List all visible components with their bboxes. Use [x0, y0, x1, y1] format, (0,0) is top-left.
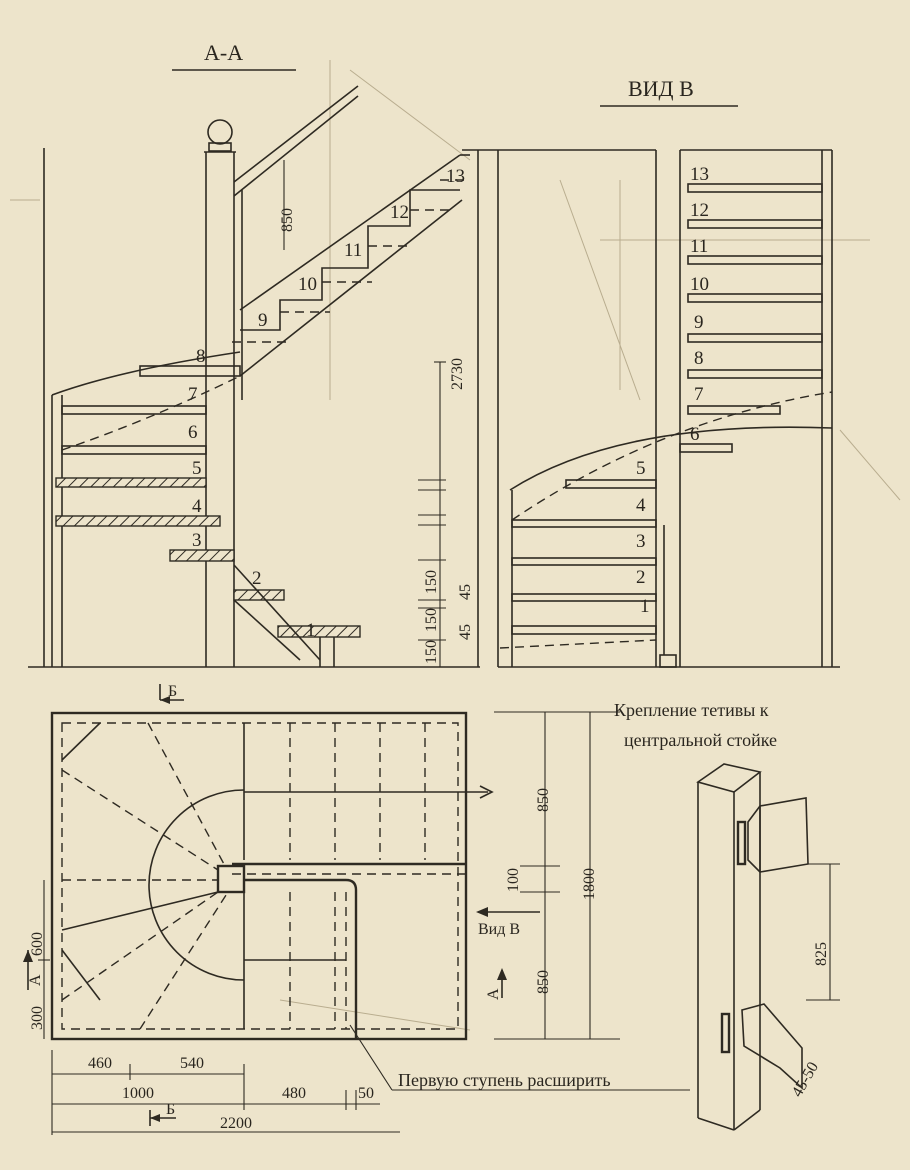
aa-step-1: 1 — [306, 620, 316, 641]
aa-step-3: 3 — [192, 530, 202, 551]
view-b-title: ВИД В — [628, 76, 694, 101]
detail-title-2: центральной стойке — [624, 730, 777, 750]
vb-step-5: 5 — [636, 458, 646, 479]
vb-step-2: 2 — [636, 567, 646, 588]
aa-step-10: 10 — [298, 274, 317, 295]
aa-step-5: 5 — [192, 458, 202, 479]
plan-view: Б — [23, 683, 690, 1135]
vb-step-7: 7 — [694, 384, 704, 405]
dim-850-bottom: 850 — [535, 970, 552, 994]
upper-stringer — [239, 154, 461, 311]
dim-1800: 1800 — [581, 868, 598, 900]
aa-step-11: 11 — [344, 240, 362, 261]
aa-step-2: 2 — [252, 568, 262, 589]
dim-600: 600 — [29, 932, 46, 956]
section-b-top: Б — [168, 683, 177, 700]
detail-stringer-mount: Крепление тетивы к центральной стойке 82… — [614, 700, 840, 1131]
vb-step-11: 11 — [690, 236, 708, 257]
view-b-lower-steps — [499, 479, 665, 667]
aa-step-6: 6 — [188, 422, 198, 443]
plan-winder — [61, 722, 246, 1030]
vb-step-10: 10 — [690, 274, 709, 295]
dim-825: 825 — [813, 942, 830, 966]
vb-step-13: 13 — [690, 164, 709, 185]
note-first-step: Первую ступень расширить — [398, 1070, 611, 1090]
lower-flight — [169, 549, 361, 667]
section-aa-title: А-А — [204, 40, 243, 65]
dim-rail-850: 850 — [279, 208, 296, 232]
dim-2200: 2200 — [220, 1115, 252, 1132]
dim-45-a: 45 — [457, 584, 474, 600]
aa-step-8: 8 — [196, 346, 206, 367]
plan-upper-flight — [232, 723, 494, 875]
aa-step-7: 7 — [188, 384, 198, 405]
vb-step-12: 12 — [690, 200, 709, 221]
upper-steps — [232, 179, 468, 343]
view-b-marker: Вид В — [478, 921, 520, 938]
section-a-right: А — [485, 988, 502, 1000]
handrail — [233, 85, 359, 400]
vb-step-9: 9 — [694, 312, 704, 333]
dim-100: 100 — [505, 868, 522, 892]
dim-850-top: 850 — [535, 788, 552, 812]
winder-curve — [51, 351, 241, 396]
aa-step-12: 12 — [390, 202, 409, 223]
vb-step-6: 6 — [690, 424, 700, 445]
background-faint-lines — [10, 60, 901, 1031]
aa-step-13: 13 — [446, 166, 465, 187]
dim-150-b: 150 — [423, 608, 440, 632]
section-aa: А-А 850 — [28, 40, 499, 668]
vb-step-1: 1 — [640, 596, 650, 617]
section-b-bottom: Б — [166, 1101, 175, 1118]
dim-540: 540 — [180, 1055, 204, 1072]
section-a-left: А — [27, 974, 44, 986]
dim-150-a: 150 — [423, 570, 440, 594]
winder-treads — [55, 405, 221, 527]
dim-1000: 1000 — [122, 1085, 154, 1102]
dim-50: 50 — [358, 1085, 374, 1102]
dim-2730: 2730 — [449, 358, 466, 390]
view-b: ВИД В — [498, 76, 840, 668]
aa-step-4: 4 — [192, 496, 202, 517]
dim-150-c: 150 — [423, 640, 440, 664]
dim-460: 460 — [88, 1055, 112, 1072]
newel-post — [204, 119, 236, 667]
aa-step-9: 9 — [258, 310, 268, 331]
vb-step-8: 8 — [694, 348, 704, 369]
dim-480: 480 — [282, 1085, 306, 1102]
dim-300: 300 — [29, 1006, 46, 1030]
vb-step-4: 4 — [636, 495, 646, 516]
detail-title-1: Крепление тетивы к — [614, 700, 769, 720]
dim-45-b: 45 — [457, 624, 474, 640]
view-b-winder-curve — [509, 426, 833, 491]
view-b-upper-steps — [679, 183, 823, 453]
vb-step-3: 3 — [636, 531, 646, 552]
plan-lower-flight — [243, 878, 358, 1039]
